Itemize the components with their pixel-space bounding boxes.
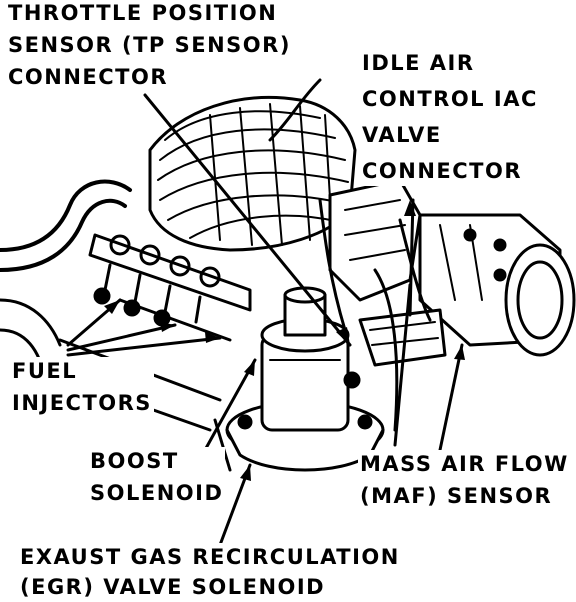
tps-label-line-3: CONNECTOR — [8, 65, 169, 89]
boost-solenoid-line-1: BOOST — [90, 449, 179, 473]
iac-valve — [328, 178, 447, 367]
maf-label-line-2: (MAF) SENSOR — [360, 484, 553, 508]
egr-label-line-1: EXAUST GAS RECIRCULATION — [20, 545, 400, 569]
iac-label-line-3: VALVE — [362, 123, 442, 147]
iac-label-line-4: CONNECTOR — [362, 159, 523, 183]
fuel-injectors-line-1: FUEL — [12, 359, 78, 383]
maf-sensor — [418, 213, 576, 357]
tps-label-line-1: THROTTLE POSITION — [8, 1, 278, 25]
egr-valve — [225, 286, 385, 472]
iac-label-line-1: IDLE AIR — [362, 51, 475, 75]
tps-label-line-2: SENSOR (TP SENSOR) — [8, 33, 291, 57]
egr-label-line-2: (EGR) VALVE SOLENOID — [20, 575, 326, 599]
intake-plenum — [148, 96, 357, 252]
boost-solenoid-line-2: SOLENOID — [90, 481, 224, 505]
wiring — [268, 78, 432, 432]
fuel-injectors-label: FUEL INJECTORS — [10, 357, 154, 417]
maf-label: MASS AIR FLOW (MAF) SENSOR — [358, 450, 571, 510]
iac-label-line-2: CONTROL IAC — [362, 87, 538, 111]
leader-lines — [66, 93, 464, 547]
arrowheads — [104, 200, 465, 481]
egr-label: EXAUST GAS RECIRCULATION (EGR) VALVE SOL… — [18, 543, 402, 601]
fuel-injectors-line-2: INJECTORS — [12, 391, 152, 415]
iac-label: IDLE AIR CONTROL IAC VALVE CONNECTOR — [360, 48, 540, 186]
tps-label: THROTTLE POSITION SENSOR (TP SENSOR) CON… — [6, 0, 293, 90]
boost-solenoid-label: BOOST SOLENOID — [88, 447, 226, 507]
maf-label-line-1: MASS AIR FLOW — [360, 452, 569, 476]
